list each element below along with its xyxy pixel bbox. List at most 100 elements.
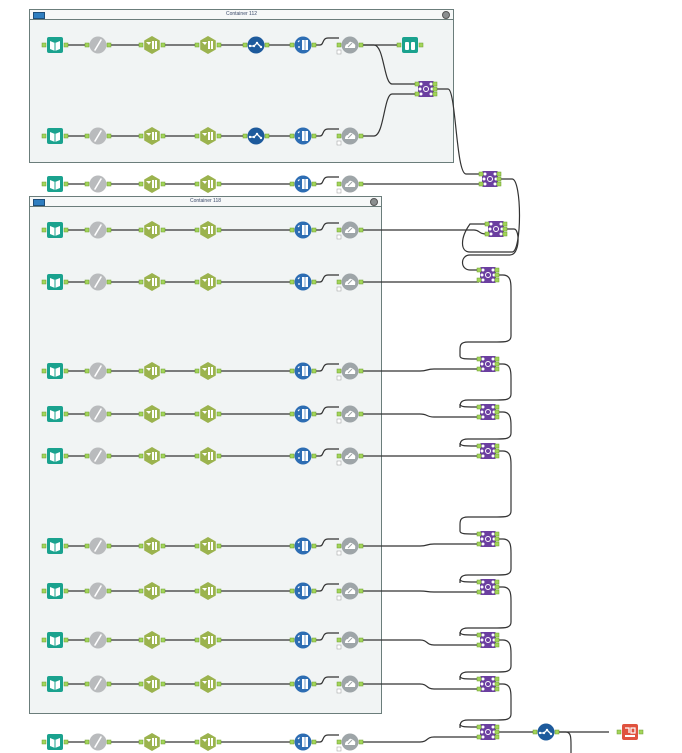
- connection-anchor[interactable]: [432, 91, 438, 97]
- connection-anchor[interactable]: [396, 42, 402, 48]
- cloud-upload-tool[interactable]: [336, 273, 364, 292]
- connection-anchor[interactable]: [478, 181, 484, 187]
- connection-anchor[interactable]: [476, 579, 482, 585]
- connection-anchor[interactable]: [216, 411, 222, 417]
- connection-anchor[interactable]: [289, 681, 295, 687]
- transpose-tool[interactable]: [289, 221, 317, 239]
- connection-anchor[interactable]: [194, 368, 200, 374]
- input-data-tool[interactable]: [41, 363, 69, 379]
- connection-anchor[interactable]: [311, 411, 317, 417]
- connection-anchor[interactable]: [138, 411, 144, 417]
- input-data-tool[interactable]: [41, 676, 69, 692]
- connection-anchor[interactable]: [554, 729, 560, 735]
- connection-line[interactable]: [314, 676, 339, 685]
- connection-anchor[interactable]: [216, 681, 222, 687]
- connection-anchor[interactable]: [336, 411, 342, 417]
- connection-anchor[interactable]: [476, 356, 482, 362]
- connection-anchor[interactable]: [476, 724, 482, 730]
- connection-anchor[interactable]: [41, 637, 47, 643]
- connection-anchor[interactable]: [160, 637, 166, 643]
- filter-tool[interactable]: [194, 537, 222, 555]
- connection-anchor[interactable]: [496, 171, 502, 177]
- filter-tool[interactable]: [194, 447, 222, 465]
- connection-anchor[interactable]: [494, 361, 500, 367]
- multi-row-formula-tool[interactable]: [242, 36, 270, 54]
- connection-anchor[interactable]: [41, 279, 47, 285]
- cloud-upload-tool[interactable]: [336, 675, 364, 694]
- cloud-upload-tool[interactable]: [336, 447, 364, 466]
- input-data-tool[interactable]: [41, 734, 69, 750]
- input-data-tool[interactable]: [41, 538, 69, 554]
- connection-anchor[interactable]: [138, 42, 144, 48]
- filter-tool[interactable]: [194, 582, 222, 600]
- connection-anchor[interactable]: [476, 267, 482, 273]
- connection-anchor[interactable]: [138, 681, 144, 687]
- connection-anchor[interactable]: [160, 42, 166, 48]
- container-collapse-icon[interactable]: [33, 199, 45, 206]
- connection-anchor[interactable]: [160, 227, 166, 233]
- connection-anchor[interactable]: [358, 279, 364, 285]
- filter-tool[interactable]: [194, 36, 222, 54]
- connection-anchor[interactable]: [289, 637, 295, 643]
- connection-anchor[interactable]: [311, 637, 317, 643]
- transpose-tool[interactable]: [289, 733, 317, 751]
- transpose-tool[interactable]: [289, 405, 317, 423]
- formula-tool[interactable]: [84, 537, 112, 555]
- connection-line[interactable]: [314, 448, 339, 457]
- connection-anchor[interactable]: [264, 42, 270, 48]
- select-tool[interactable]: [138, 127, 166, 145]
- connection-line[interactable]: [461, 228, 519, 271]
- connection-anchor[interactable]: [494, 729, 500, 735]
- connection-anchor[interactable]: [84, 543, 90, 549]
- connection-anchor[interactable]: [106, 227, 112, 233]
- connection-anchor[interactable]: [289, 453, 295, 459]
- union-tool[interactable]: [478, 171, 502, 187]
- connection-anchor[interactable]: [84, 681, 90, 687]
- connection-anchor[interactable]: [138, 133, 144, 139]
- connection-anchor[interactable]: [63, 411, 69, 417]
- formula-tool[interactable]: [84, 273, 112, 291]
- connection-anchor[interactable]: [160, 588, 166, 594]
- connection-anchor[interactable]: [476, 366, 482, 372]
- filter-tool[interactable]: [194, 631, 222, 649]
- connection-anchor[interactable]: [289, 227, 295, 233]
- connection-anchor[interactable]: [194, 42, 200, 48]
- connection-anchor[interactable]: [494, 681, 500, 687]
- transpose-tool[interactable]: [289, 582, 317, 600]
- connection-anchor[interactable]: [432, 81, 438, 87]
- connection-anchor[interactable]: [476, 642, 482, 648]
- transpose-tool[interactable]: [289, 175, 317, 193]
- connection-line[interactable]: [435, 88, 481, 175]
- connection-anchor[interactable]: [138, 368, 144, 374]
- connection-anchor[interactable]: [494, 676, 500, 682]
- connection-anchor[interactable]: [160, 411, 166, 417]
- connection-anchor[interactable]: [494, 734, 500, 740]
- connection-anchor[interactable]: [311, 42, 317, 48]
- connection-anchor[interactable]: [84, 588, 90, 594]
- connection-anchor[interactable]: [289, 588, 295, 594]
- connection-anchor[interactable]: [63, 181, 69, 187]
- connection-anchor[interactable]: [41, 588, 47, 594]
- connection-anchor[interactable]: [216, 588, 222, 594]
- connection-anchor[interactable]: [358, 181, 364, 187]
- connection-anchor[interactable]: [41, 181, 47, 187]
- connection-anchor[interactable]: [216, 133, 222, 139]
- filter-tool[interactable]: [194, 175, 222, 193]
- connection-anchor[interactable]: [264, 133, 270, 139]
- connection-anchor[interactable]: [41, 227, 47, 233]
- connection-anchor[interactable]: [494, 536, 500, 542]
- connection-anchor[interactable]: [216, 227, 222, 233]
- union-tool[interactable]: [476, 676, 500, 692]
- connection-anchor[interactable]: [494, 267, 500, 273]
- formula-tool[interactable]: [84, 362, 112, 380]
- select-tool[interactable]: [138, 447, 166, 465]
- connection-line[interactable]: [461, 178, 521, 253]
- connection-anchor[interactable]: [194, 279, 200, 285]
- connection-anchor[interactable]: [358, 637, 364, 643]
- connection-anchor[interactable]: [160, 279, 166, 285]
- connection-anchor[interactable]: [194, 227, 200, 233]
- connection-anchor[interactable]: [358, 543, 364, 549]
- connection-anchor[interactable]: [106, 368, 112, 374]
- select-tool[interactable]: [138, 362, 166, 380]
- connection-anchor[interactable]: [216, 42, 222, 48]
